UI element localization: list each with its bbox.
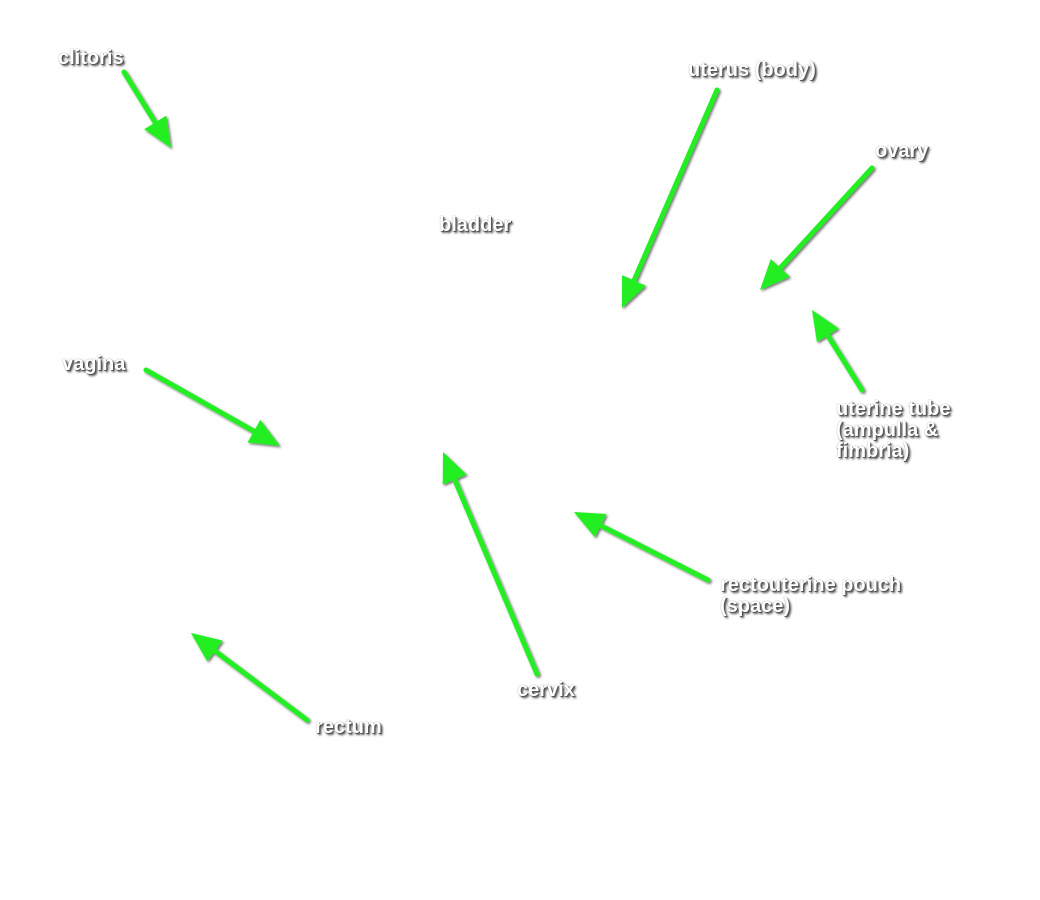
arrow-rectouterine-head	[574, 512, 607, 538]
label-bladder: bladder	[439, 214, 512, 236]
label-uterine-tube-line2: (ampulla &	[836, 419, 939, 441]
arrow-vagina-head	[247, 419, 280, 446]
label-rectouterine-pouch: rectouterine pouch (space)	[720, 575, 901, 617]
label-vagina: vagina	[62, 353, 126, 375]
arrow-vagina-shaft	[143, 367, 259, 435]
label-ovary: ovary	[875, 140, 929, 162]
arrow-rectum-head	[191, 633, 223, 662]
arrow-ovary-shaft	[776, 165, 875, 272]
arrow-uterine-tube-shaft	[824, 331, 865, 393]
label-clitoris: clitoris	[58, 47, 124, 69]
label-rectouterine-line2: (space)	[720, 595, 791, 617]
label-uterus-body: uterus (body)	[688, 59, 816, 81]
arrow-uterus-body-head	[622, 275, 646, 308]
arrow-clitoris-head	[144, 115, 171, 148]
label-uterine-tube-line3: fimbria)	[836, 440, 910, 462]
arrow-rectum-shaft	[210, 647, 310, 723]
arrow-rectouterine-shaft	[596, 522, 711, 583]
arrow-uterus-body-shaft	[630, 87, 720, 285]
label-uterine-tube-line1: uterine tube	[836, 398, 951, 420]
label-rectouterine-line1: rectouterine pouch	[720, 574, 902, 596]
label-uterine-tube: uterine tube (ampulla & fimbria)	[836, 399, 950, 462]
arrow-ovary-head	[760, 259, 790, 290]
label-cervix: cervix	[517, 679, 575, 701]
arrow-cervix-head	[442, 452, 467, 485]
label-rectum: rectum	[315, 716, 382, 738]
arrow-uterine-tube-head	[812, 310, 839, 343]
arrow-clitoris-shaft	[121, 69, 159, 127]
arrow-cervix-shaft	[451, 475, 540, 677]
